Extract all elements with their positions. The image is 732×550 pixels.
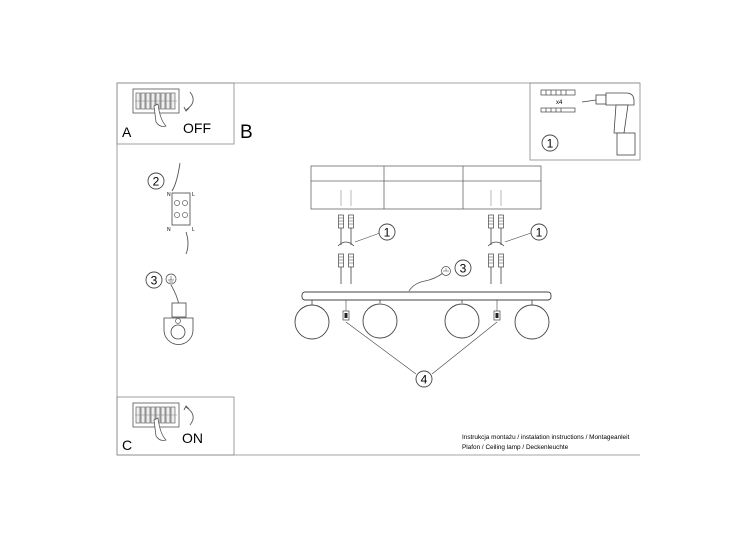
callout-3-ground: 3 <box>408 259 472 292</box>
globe-shade <box>294 304 330 340</box>
panel-a-letter: A <box>122 124 132 140</box>
step-1-right-label: 1 <box>536 226 543 240</box>
step-4-label: 4 <box>421 373 428 387</box>
hand-icon <box>153 103 167 127</box>
footer-product: Plafon / Ceiling lamp / Deckenleuchte <box>462 444 569 451</box>
sheet-frame <box>116 82 640 456</box>
panel-c: C ON <box>116 396 235 456</box>
wall-plugs-left <box>337 190 355 285</box>
panel-a: A OFF <box>116 82 235 145</box>
ground-terminal: 3 <box>145 271 194 345</box>
hardware-count: x4 <box>556 100 563 106</box>
callout-1-left: 1 <box>354 223 396 243</box>
footer-title: Instrukcja montażu / instalation instruc… <box>462 434 630 441</box>
step-3-label: 3 <box>151 274 158 288</box>
globe-shade <box>444 303 480 339</box>
ceiling-lamp <box>294 291 552 340</box>
lamp-arm <box>311 300 533 308</box>
step-3-marker <box>145 271 163 289</box>
wall-plugs-right <box>487 190 505 285</box>
terminal-n-top: N <box>167 192 171 198</box>
panel-a-off-label: OFF <box>183 120 211 136</box>
terminal-l-bottom: L <box>192 227 195 233</box>
step-1-label: 1 <box>547 137 554 151</box>
arrow-down-icon <box>185 91 194 111</box>
step-3-ground-label: 3 <box>460 262 467 276</box>
globe-shade <box>362 303 398 339</box>
callout-1-right: 1 <box>504 223 548 243</box>
mounting-rail <box>310 165 542 210</box>
hand-icon <box>153 417 167 441</box>
globe-shade <box>514 304 550 340</box>
terminal-block: N L N L 2 <box>147 162 195 255</box>
callout-4: 4 <box>345 321 498 388</box>
screw-anchor-icon <box>540 89 576 113</box>
tools-panel: x4 1 <box>529 82 641 161</box>
terminal-l-top: L <box>192 192 195 198</box>
terminal-n-bottom: N <box>167 227 171 233</box>
arrow-up-icon <box>185 406 194 426</box>
panel-b-letter: B <box>240 122 253 143</box>
step-1-marker <box>541 134 559 152</box>
panel-c-on-label: ON <box>182 430 203 446</box>
drill-icon <box>581 92 636 156</box>
mounting-screw <box>342 300 350 321</box>
panel-c-letter: C <box>122 437 132 453</box>
step-1-left-label: 1 <box>384 226 391 240</box>
step-2-marker <box>147 172 165 190</box>
lamp-bar <box>301 291 552 301</box>
step-2-label: 2 <box>153 175 160 189</box>
mounting-screw <box>493 300 501 321</box>
